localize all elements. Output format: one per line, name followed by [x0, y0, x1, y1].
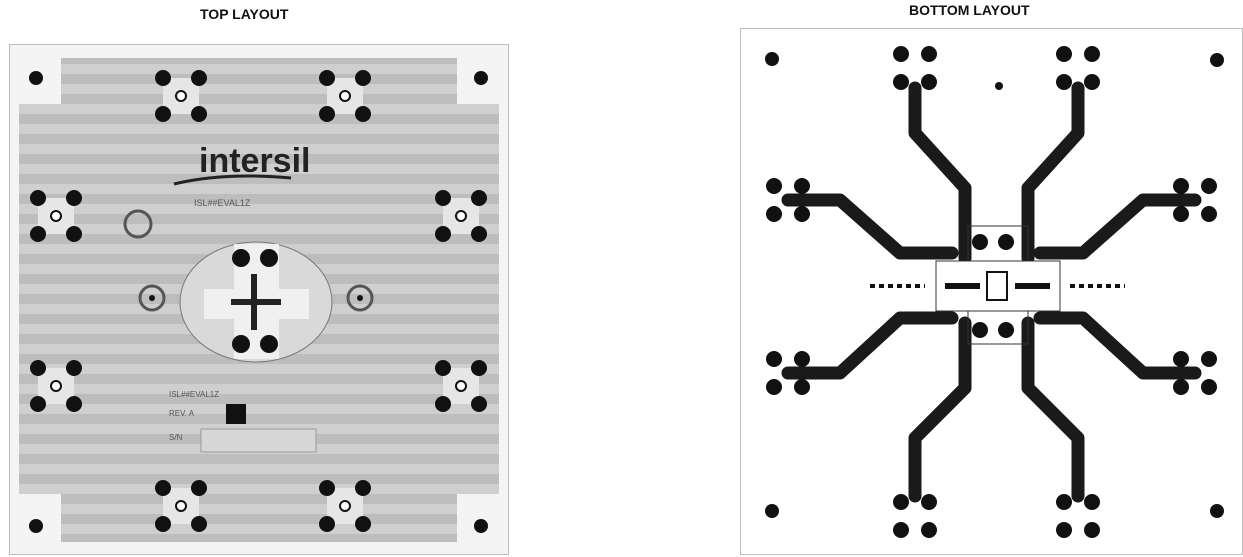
side-connector-right: [346, 284, 374, 312]
sma-connector-footprint: [319, 70, 371, 122]
sma-connectors: [30, 70, 487, 532]
mounting-holes: [29, 71, 488, 533]
center-ic: [870, 225, 1125, 345]
top-layout-board: intersil ISL##EVAL1Z ISL##EVAL1Z REV. A …: [9, 44, 509, 555]
connector-pad-cluster: [893, 46, 937, 90]
connector-pad-cluster: [893, 494, 937, 538]
bottom-layout-title: BOTTOM LAYOUT: [909, 2, 1030, 18]
sma-connector-footprint: [155, 70, 207, 122]
sma-connector-footprint: [319, 480, 371, 532]
top-layout-title: TOP LAYOUT: [200, 6, 289, 22]
test-point-ring: [123, 209, 153, 239]
serial-label-box: [200, 428, 317, 453]
mounting-holes: [765, 52, 1224, 518]
silkscreen-serial: S/N: [169, 433, 183, 442]
connector-pad-cluster: [1056, 494, 1100, 538]
side-connector-left: [138, 284, 166, 312]
top-layout-drawing: intersil ISL##EVAL1Z ISL##EVAL1Z REV. A …: [9, 44, 509, 555]
top-via: [995, 82, 1003, 90]
rev-marker-square: [226, 404, 246, 424]
sma-connector-footprint: [435, 360, 487, 412]
silkscreen-rev: REV. A: [169, 409, 195, 418]
connector-pad-cluster: [1173, 351, 1217, 395]
center-component-cluster: [179, 241, 333, 363]
part-number: ISL##EVAL1Z: [194, 198, 251, 208]
bottom-layout-drawing: [740, 28, 1243, 555]
connector-pads: [766, 46, 1217, 538]
side-connector-right-pin: [357, 295, 363, 301]
side-connector-left-pin: [149, 295, 155, 301]
connector-pad-cluster: [766, 178, 810, 222]
connector-pad-cluster: [766, 351, 810, 395]
logo-swoosh: [173, 174, 292, 186]
bottom-layout-board: [740, 28, 1243, 555]
sma-connector-footprint: [30, 190, 82, 242]
sma-connector-footprint: [435, 190, 487, 242]
signal-traces: [781, 81, 1202, 503]
sma-connector-footprint: [155, 480, 207, 532]
connector-pad-cluster: [1173, 178, 1217, 222]
silkscreen-part: ISL##EVAL1Z: [169, 390, 219, 399]
intersil-logo: intersil: [199, 142, 310, 180]
sma-connector-footprint: [30, 360, 82, 412]
connector-pad-cluster: [1056, 46, 1100, 90]
